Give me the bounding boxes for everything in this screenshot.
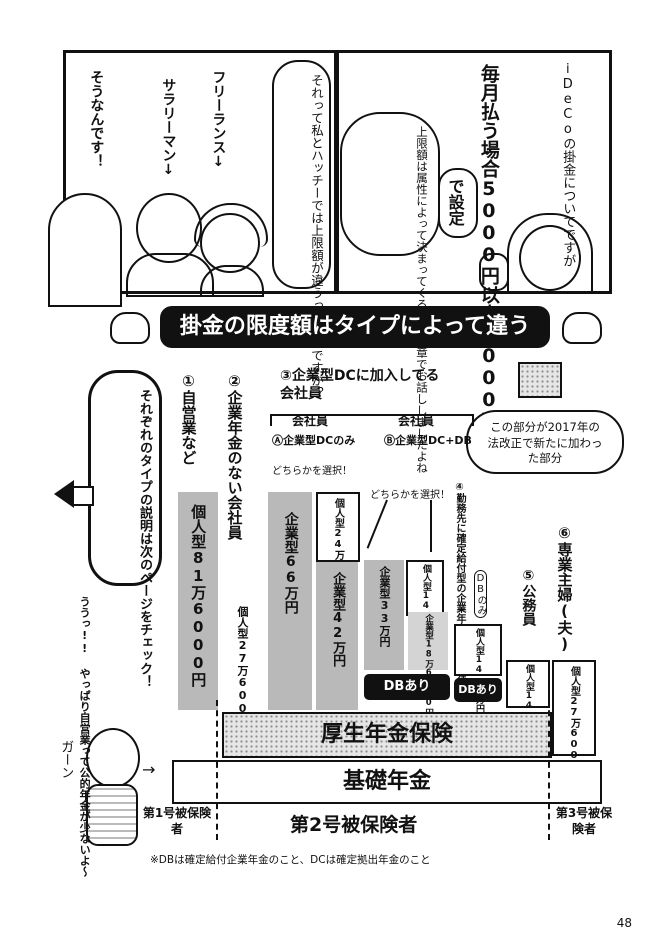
type3a-label: Ⓐ企業型DCのみ [272,434,356,447]
footnote: ※DBは確定給付企業年金のこと、DCは確定拠出年金のこと [150,854,431,866]
freelancer-body [200,265,264,297]
right-arrow-icon: → [142,760,156,779]
worried-woman-body [86,784,138,846]
type2-label: ②企業年金のない会社員 [225,372,244,540]
type1-label: ①自営業など [179,372,198,465]
type6-label: ⑥専業主婦(夫) [555,524,574,653]
type4-sublabel: DBのみ [474,570,487,618]
diagram-title: 掛金の限度額はタイプによって違う [179,314,531,339]
bar-type1-text: 個人型81万6000円 [189,504,208,687]
left-arrow-shaft [72,486,94,506]
bar-type3a-corporate2: 企業型42万円 [316,562,358,710]
type3-bracket [270,414,474,426]
intro-text: iDeCoの掛金についてですが [560,62,576,267]
bar-type1-individual: 個人型81万6000円 [178,492,218,710]
mascot-right-icon [562,312,602,344]
bar-type3a-corp-text: 企業型66万円 [282,512,299,614]
stamp-text: で設定 [445,178,465,226]
type3b-label: Ⓑ企業型DC+DB [384,434,472,447]
side-comment: ううっ!! やっぱり自営業って公的年金が少ないよ〜 [78,596,92,877]
character-salaryman [136,193,202,263]
freelancer-hair [194,203,268,247]
reply-text: そうなんです！ [88,70,105,168]
question-text: それって私とハッチーでは上限額が違うってことですか？ [309,74,324,399]
type3a-choose: どちらかを選択！ [272,466,352,477]
bar-type2-individual: 個人型27万6000円 [222,600,262,739]
bar-type3b-corp2-text: 企業型18万6000円 [423,614,434,717]
set-stamp: で設定 [438,168,478,238]
bar-type5-ind-text: 個人型14.4万円 [523,664,534,749]
legend-text: この部分が2017年の法改正で新たに加わった部分 [487,420,603,466]
group3-label: 第3号被保険者 [555,806,613,836]
group1-label: 第1号被保険者 [142,806,212,836]
db-label-small: DBあり [454,678,502,702]
kosei-bar: 厚生年金保険 [222,712,552,758]
sfx-gaan: ガーン [58,740,74,779]
bar-type3b-individual: 個人型14.4万円 [406,560,444,649]
divider-right [548,700,550,840]
bar-type3a-corporate: 企業型66万円 [268,492,312,710]
arrow-down-left [366,499,388,549]
bar-type6-individual: 個人型27万6000円 [552,660,596,782]
bar-type6-ind-text: 個人型27万6000円 [568,666,580,782]
bar-type3b-corporate: 企業型33万円 [364,560,404,670]
legend-bubble: この部分が2017年の法改正で新たに加わった部分 [466,410,624,474]
type4-label: ④勤務先に確定給付型の企業年金がある会社員 [454,482,465,693]
freelance-label: フリーランス↓ [210,70,227,170]
worried-woman-head [86,728,140,788]
page-number: 48 [616,916,632,930]
kiso-bar: 基礎年金 [172,760,602,804]
advisor-hand [479,253,509,291]
speech-bubble-question: それって私とハッチーでは上限額が違うってことですか？ [272,60,331,399]
arrow-down-right [430,500,432,552]
character-woman-left [48,193,122,307]
bar-type4-ind-text: 個人型14.4万円 [473,628,484,713]
mascot-left-icon [110,312,150,344]
advisor-hair [507,213,593,293]
type3b-choose: どちらかを選択！ [370,490,450,501]
bar-type2-text: 個人型27万6000円 [236,606,250,739]
type3b-title: 会社員 [398,414,435,428]
limit-explanation-text: 上限額は属性によって決まってくると第2章でお話ししましたよね [415,126,429,474]
bar-type3a-ind-text: 個人型24万円 [332,498,344,570]
diagram-title-banner: 掛金の限度額はタイプによって違う [160,306,550,348]
type3a-title: 会社員 [292,414,329,428]
contribution-rule-text: 毎月払う場合5000円以上1000円単位 [478,64,500,468]
bar-type3b-corp-text: 企業型33万円 [378,566,392,647]
kosei-label: 厚生年金保険 [320,722,453,747]
note-text: それぞれのタイプの説明は次のページをチェック！ [137,389,152,688]
bar-type4-individual: 個人型14.4万円 [454,624,502,713]
bar-type3b-ind-text: 個人型14.4万円 [420,564,431,649]
bar-type3a-individual: 個人型24万円 [316,492,360,570]
type3-label: ③企業型DCに加入してる会社員 [280,368,440,402]
left-arrow-icon [54,480,74,508]
speech-bubble-limit: 上限額は属性によって決まってくると第2章でお話ししましたよね [340,112,440,474]
divider-left [216,700,218,840]
db-label-large: DBあり [364,674,450,700]
bar-type3a-corp2-text: 企業型42万円 [330,572,346,667]
kiso-label: 基礎年金 [342,769,431,794]
salaryman-label: サラリーマン↓ [160,78,177,178]
note-bubble: それぞれのタイプの説明は次のページをチェック！ [88,370,162,688]
bar-type3b-corporate2: 企業型18万6000円 [408,612,448,717]
legend-swatch [518,362,562,398]
type5-label: ⑤公務員 [520,568,537,626]
group2-label: 第2号被保険者 [290,814,418,836]
bar-type5-individual: 個人型14.4万円 [506,660,550,749]
